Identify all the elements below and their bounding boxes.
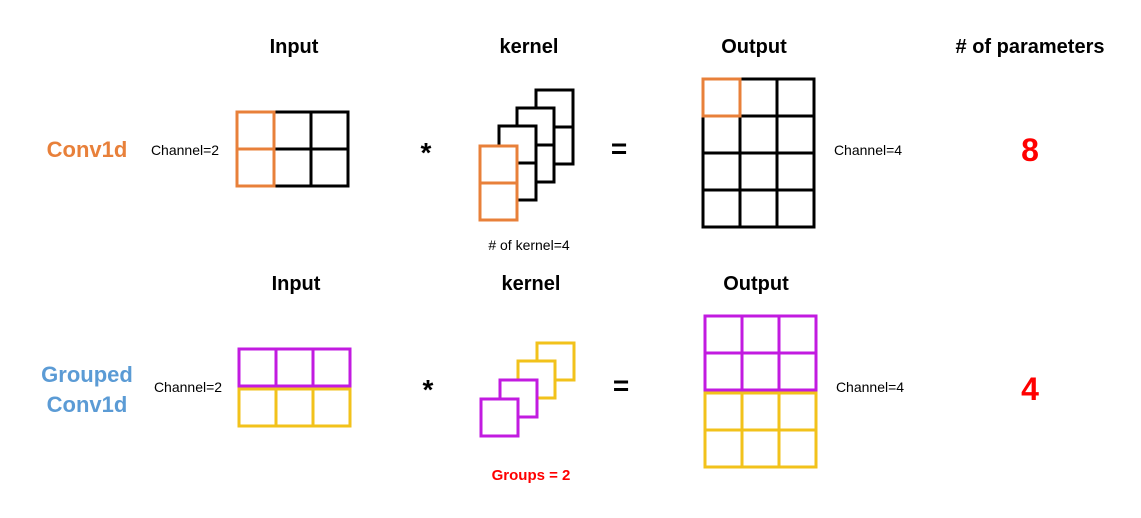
header-output-1: Output: [721, 36, 787, 58]
input-channel-label-1: Channel=2: [151, 142, 219, 158]
kernel-stack-1: [478, 88, 575, 222]
param-count-conv1d: 8: [1021, 132, 1039, 168]
header-kernel-1: kernel: [500, 36, 559, 58]
input-matrix-2: [237, 347, 352, 428]
groups-label: Groups = 2: [492, 467, 571, 484]
row-label-conv1d: Conv1d: [47, 137, 128, 162]
output-channel-label-2: Channel=4: [836, 379, 904, 395]
output-matrix-1: [701, 77, 816, 229]
header-params: # of parameters: [956, 36, 1105, 58]
input-channel-label-2: Channel=2: [154, 379, 222, 395]
input-matrix-1: [235, 110, 350, 188]
header-input-2: Input: [272, 273, 321, 295]
kernel-stack-2: [479, 341, 576, 438]
row-label-grouped-line1: Grouped: [41, 362, 133, 387]
header-output-2: Output: [723, 273, 789, 295]
times-operator-2: *: [423, 374, 434, 405]
row-label-grouped-line2: Conv1d: [47, 392, 128, 417]
equals-operator-2: =: [613, 370, 629, 401]
times-operator-1: *: [421, 137, 432, 168]
kernel-count-label: # of kernel=4: [488, 237, 570, 253]
equals-operator-1: =: [611, 133, 627, 164]
output-matrix-2: [703, 314, 818, 469]
param-count-grouped: 4: [1021, 371, 1039, 407]
header-kernel-2: kernel: [502, 273, 561, 295]
output-channel-label-1: Channel=4: [834, 142, 902, 158]
header-input-1: Input: [270, 36, 319, 58]
